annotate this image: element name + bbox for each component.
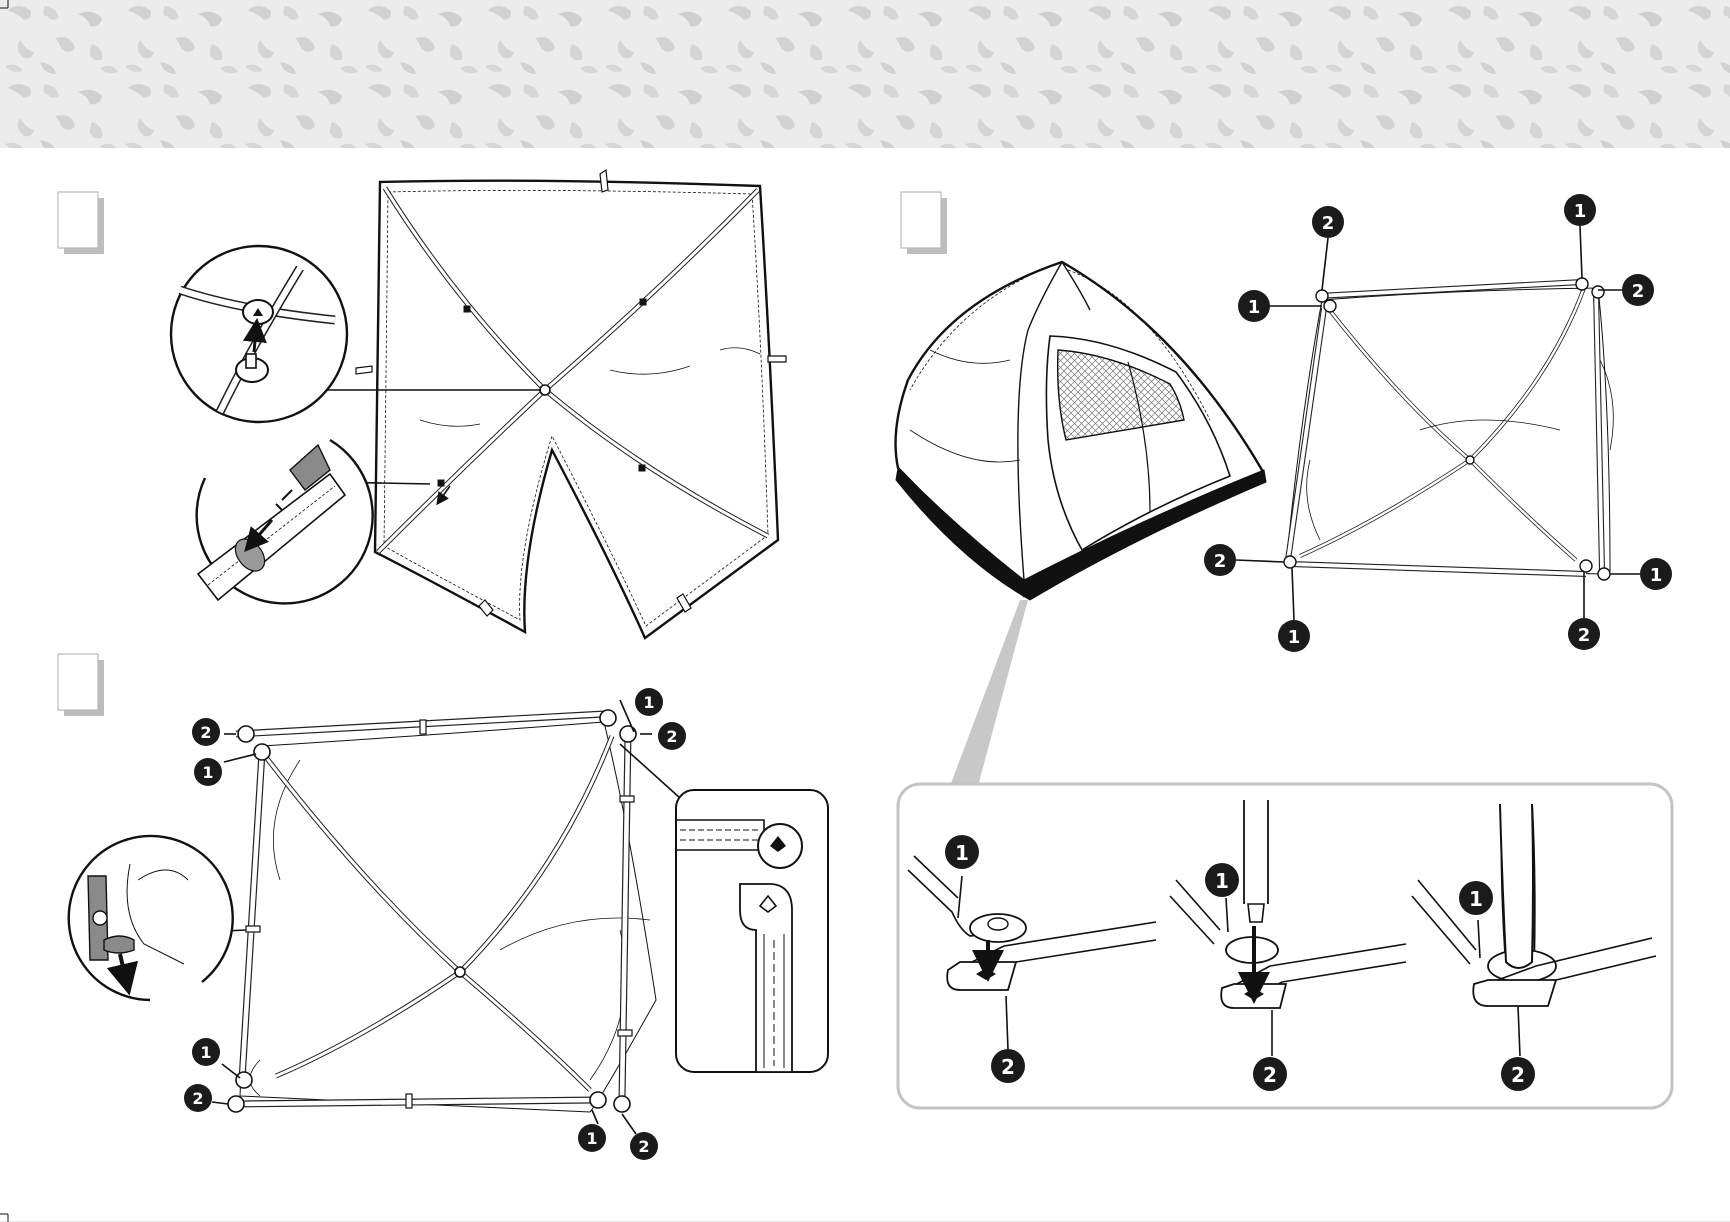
callout-badge-2: 2 (1204, 544, 1236, 576)
svg-text:1: 1 (1248, 297, 1261, 318)
callout-badge-1: 1 (945, 835, 979, 869)
callout-badge-2: 2 (991, 1049, 1025, 1083)
callout-badge-2: 2 (1568, 618, 1600, 650)
step3-detail-connectors (676, 790, 828, 1072)
step-box-1 (58, 192, 104, 254)
svg-text:2: 2 (192, 1089, 203, 1108)
svg-text:2: 2 (638, 1137, 649, 1156)
svg-text:1: 1 (1574, 201, 1587, 222)
svg-text:1: 1 (1288, 627, 1301, 648)
svg-text:2: 2 (1001, 1055, 1015, 1079)
step1-detail-pole-sleeve (197, 440, 373, 603)
svg-text:1: 1 (202, 763, 213, 782)
callout-badge-1: 1 (194, 758, 222, 786)
callout-badge-1: 1 (1459, 881, 1493, 915)
callout-badge-2: 2 (658, 722, 686, 750)
svg-text:1: 1 (586, 1129, 597, 1148)
callout-badge-2: 2 (1312, 206, 1344, 238)
pole-joint (639, 465, 645, 471)
step2-frame-diagram (1284, 278, 1613, 580)
svg-text:2: 2 (1214, 551, 1227, 572)
svg-text:2: 2 (200, 723, 211, 742)
svg-text:2: 2 (666, 727, 677, 746)
svg-text:2: 2 (1632, 281, 1645, 302)
callout-badge-1: 1 (192, 1038, 220, 1066)
step-box-3 (58, 654, 104, 716)
svg-text:2: 2 (1322, 213, 1335, 234)
step-box-2 (901, 192, 947, 254)
connector-detail-panel: 1 2 1 2 1 2 (898, 784, 1672, 1108)
callout-badge-2: 2 (1253, 1057, 1287, 1091)
step3-tent-frame (228, 710, 656, 1112)
callout-badge-1: 1 (1564, 194, 1596, 226)
step3-detail-clip (69, 836, 233, 1000)
callout-badge-1: 1 (1640, 558, 1672, 590)
svg-text:2: 2 (1511, 1063, 1525, 1087)
callout-badge-1: 1 (1205, 863, 1239, 897)
detail-zoom-wedge (950, 600, 1028, 786)
svg-text:1: 1 (200, 1043, 211, 1062)
svg-text:2: 2 (1578, 625, 1591, 646)
svg-text:1: 1 (1215, 869, 1229, 893)
step1-detail-hub-connector (171, 246, 347, 422)
svg-text:1: 1 (955, 841, 969, 865)
callout-badge-2: 2 (630, 1132, 658, 1160)
svg-text:1: 1 (1650, 565, 1663, 586)
svg-text:1: 1 (643, 693, 654, 712)
pole-joint (438, 480, 444, 486)
callout-badge-1: 1 (1238, 290, 1270, 322)
callout-badge-2: 2 (192, 718, 220, 746)
svg-text:1: 1 (1469, 887, 1483, 911)
pole-joint (464, 306, 470, 312)
callout-badge-2: 2 (1501, 1057, 1535, 1091)
callout-badge-2: 2 (1622, 274, 1654, 306)
pole-joint (640, 299, 646, 305)
callout-badge-1: 1 (635, 688, 663, 716)
step1-flat-tent (356, 170, 786, 638)
svg-text:2: 2 (1263, 1063, 1277, 1087)
callout-badge-1: 1 (1278, 620, 1310, 652)
callout-badge-1: 1 (578, 1124, 606, 1152)
callout-badge-2: 2 (184, 1084, 212, 1112)
